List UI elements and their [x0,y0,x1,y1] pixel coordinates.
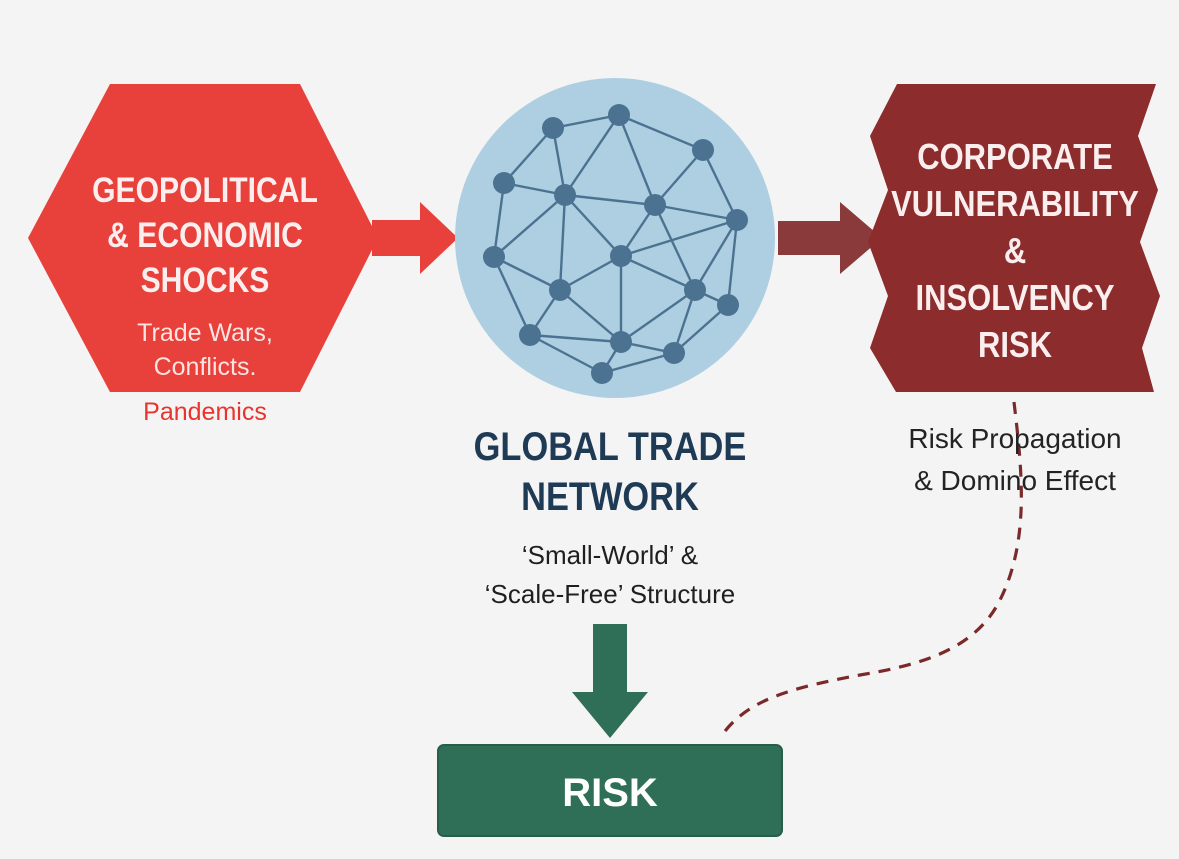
network-edge [503,127,554,184]
corporate-banner [868,84,1160,392]
network-edge [552,113,620,130]
shock-hexagon [28,84,378,392]
arrow-network-to-risk [572,624,648,738]
network-edge [559,289,622,343]
shock-title: GEOPOLITICAL & ECONOMIC SHOCKS [92,171,318,300]
network-node [610,331,632,353]
network-node [519,324,541,346]
network-node [663,342,685,364]
network-edge [559,254,622,292]
network-edge [620,254,696,292]
network-edge [726,219,739,306]
network-node [549,279,571,301]
network-edge [653,204,697,291]
network-node [542,117,564,139]
network-nodes [483,104,748,384]
network-edge [492,182,506,258]
network-edge [654,149,704,206]
network-edge [564,114,620,196]
network-node [610,245,632,267]
risk-box [437,744,783,837]
network-edge [701,149,739,221]
risk-label: RISK [562,771,658,815]
network-node [684,279,706,301]
network-edge [529,333,622,344]
network-edge [564,194,622,257]
network-node [591,362,613,384]
network-edge [493,255,561,292]
network-edge [617,114,657,206]
network-edge [529,333,603,375]
network-node [493,172,515,194]
network-edge [618,113,704,152]
arrow-network-to-corporate [778,202,882,274]
network-node [717,294,739,316]
network-edge [620,218,738,258]
network-edge [620,289,696,343]
network-edge [672,289,697,354]
network-edge [601,351,675,375]
network-edge [558,194,567,291]
network-edge [551,127,567,196]
network-title: GLOBAL TRADE NETWORK [473,425,747,519]
corporate-title: CORPORATE VULNERABILITY & INSOLVENCY RIS… [891,136,1139,365]
network-subtitle: ‘Small-World’ & ‘Scale-Free’ Structure [484,540,736,609]
arrow-shock-to-network [372,202,458,274]
network-edge [493,194,566,258]
network-node [483,246,505,268]
network-edge [693,219,739,291]
network-node [554,184,576,206]
corporate-subtitle: Risk Propagation & Domino Effect [908,423,1122,496]
network-edge [673,304,729,354]
network-edge [564,193,656,207]
risk-propagation-dashed-path [718,401,1023,739]
network-node [644,194,666,216]
network-node [608,104,630,126]
shock-examples-pandemics: Pandemics [143,398,267,426]
network-edge [654,203,738,222]
network-node [692,139,714,161]
network-edge [492,256,532,336]
shock-examples: Trade Wars, Conflicts. [137,319,273,381]
network-node [726,209,748,231]
